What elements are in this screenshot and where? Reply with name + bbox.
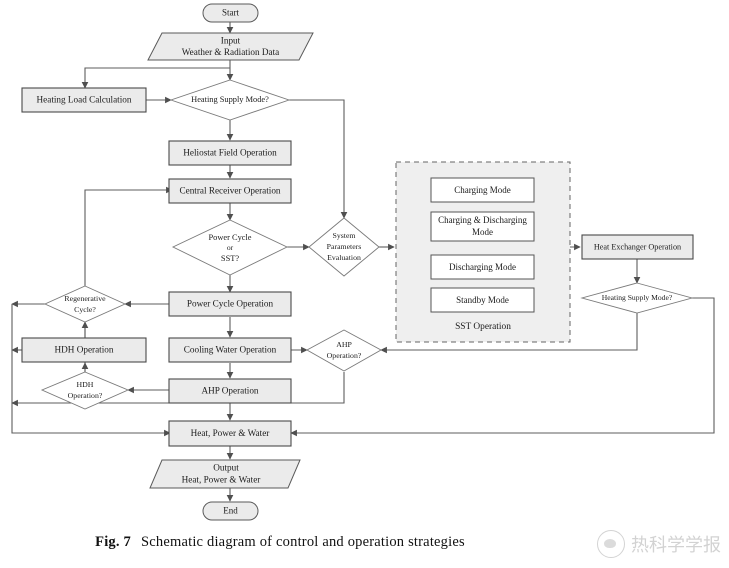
heat-exchanger-label: Heat Exchanger Operation [594,242,681,251]
input-line1: Input [221,36,241,46]
node-central-receiver-operation[interactable]: Central Receiver Operation [168,178,292,204]
node-heating-supply-mode-2[interactable]: Heating Supply Mode? [580,282,694,314]
hdh-decision-line1: HDH [77,380,94,389]
sst-mode-discharging-box[interactable] [430,254,535,280]
heat-power-water-shape [168,420,292,447]
pcsst-line3: SST? [221,254,239,263]
output-line2: Heat, Power & Water [182,475,261,485]
node-start[interactable]: Start [202,3,259,23]
pcsst-line2: or [227,243,234,252]
sst-mode-standby-label: Standby Mode [456,295,509,305]
sst-mode-charging-discharging-box[interactable] [430,211,535,242]
ahp-operation-label: AHP Operation [201,386,258,396]
output-line1: Output [213,463,239,473]
ahp-decision-line2: Operation? [327,351,362,360]
node-regenerative-cycle[interactable]: Regenerative Cycle? [43,285,127,323]
sst-mode-standby-box[interactable] [430,287,535,313]
node-ahp-operation-box[interactable]: AHP Operation [168,378,292,404]
start-shape [202,3,259,23]
sst-mode-charging-box[interactable] [430,177,535,203]
system-params-line2: Parameters [327,242,362,251]
pcsst-line1: Power Cycle [208,233,251,242]
node-hdh-operation-decision[interactable]: HDH Operation? [40,371,130,410]
sst-group-title: SST Operation [455,322,511,332]
sst-mode-charging-discharging-line2: Mode [472,227,493,237]
node-heating-load-calculation[interactable]: Heating Load Calculation [21,87,147,113]
central-receiver-shape [168,178,292,204]
regenerative-cycle-line1: Regenerative [64,294,106,303]
hdh-decision-shape [40,371,130,410]
central-receiver-label: Central Receiver Operation [179,186,280,196]
regenerative-cycle-line2: Cycle? [74,305,96,314]
node-system-parameters-evaluation[interactable]: System Parameters Evaluation [308,217,380,277]
power-cycle-or-sst-shape [171,219,289,276]
node-power-cycle-or-sst[interactable]: Power Cycle or SST? [171,219,289,276]
hsm2-label: Heating Supply Mode? [602,293,673,302]
system-params-line3: Evaluation [327,253,361,262]
heliostat-field-label: Heliostat Field Operation [183,148,277,158]
figure-number: Fig. 7 [95,534,131,550]
node-output[interactable]: Output Heat, Power & Water [149,459,301,489]
start-label: Start [222,8,239,18]
node-heat-power-water[interactable]: Heat, Power & Water [168,420,292,447]
sst-mode-discharging-label: Discharging Mode [449,262,516,272]
hsm2-shape [580,282,694,314]
edge-left-bus-to-heat-power-water [11,304,171,437]
node-heat-exchanger-operation[interactable]: Heat Exchanger Operation [581,234,694,260]
hdh-operation-shape [21,337,147,363]
node-cooling-water-operation[interactable]: Cooling Water Operation [168,337,292,363]
heliostat-field-shape [168,140,292,166]
watermark: 热科学学报 [597,530,721,558]
node-heliostat-field-operation[interactable]: Heliostat Field Operation [168,140,292,166]
ahp-operation-shape [168,378,292,404]
edge-input-to-heating-load [81,67,230,89]
watermark-text: 热科学学报 [631,535,721,556]
hdh-operation-label: HDH Operation [55,345,114,355]
system-params-line1: System [333,231,356,240]
cooling-water-shape [168,337,292,363]
system-params-shape [308,217,380,277]
node-hdh-operation-box[interactable]: HDH Operation [21,337,147,363]
edge-hsm1-to-system-params [289,99,348,219]
node-end[interactable]: End [202,501,259,521]
regenerative-cycle-shape [43,285,127,323]
figure-caption: Fig. 7 Schematic diagram of control and o… [0,534,560,551]
hsm1-label: Heating Supply Mode? [191,95,269,104]
edge-hsm2-to-heat-power-water [290,297,715,437]
power-cycle-op-label: Power Cycle Operation [187,299,274,309]
cooling-water-label: Cooling Water Operation [184,345,277,355]
heating-load-label: Heating Load Calculation [37,95,132,105]
sst-mode-charging-discharging-line1: Charging & Discharging [438,215,527,225]
sst-operation-group: SST Operation Charging Mode Charging & D… [395,161,571,343]
ahp-decision-shape [306,329,382,372]
end-label: End [223,506,238,516]
hdh-decision-line2: Operation? [68,391,103,400]
power-cycle-op-shape [168,291,292,317]
ahp-decision-line1: AHP [336,340,352,349]
input-line2: Weather & Radiation Data [182,47,279,57]
node-heating-supply-mode-1[interactable]: Heating Supply Mode? [169,79,291,121]
heating-load-shape [21,87,147,113]
end-shape [202,501,259,521]
node-power-cycle-operation[interactable]: Power Cycle Operation [168,291,292,317]
figure-caption-text: Schematic diagram of control and operati… [140,534,465,550]
node-input[interactable]: Input Weather & Radiation Data [147,32,314,61]
input-shape [147,32,314,61]
sst-mode-charging-label: Charging Mode [454,185,511,195]
edge-hsm2-to-ahp-decision [380,313,638,354]
edge-ahp-decision-to-left-bus [11,372,345,407]
node-ahp-operation-decision[interactable]: AHP Operation? [306,329,382,372]
journal-logo-icon [597,530,625,558]
output-shape [149,459,301,489]
heat-exchanger-shape [581,234,694,260]
hsm1-shape [169,79,291,121]
heat-power-water-label: Heat, Power & Water [191,428,270,438]
